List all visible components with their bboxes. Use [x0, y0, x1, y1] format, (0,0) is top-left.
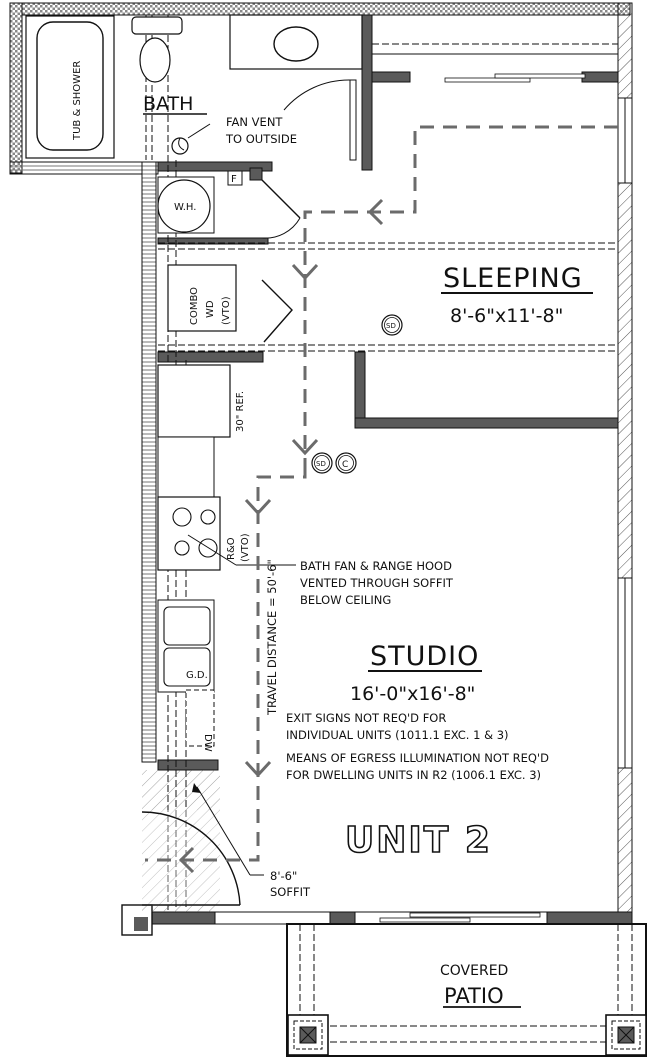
unit-label: UNIT 2 — [345, 820, 492, 861]
sink-basin-icon — [163, 606, 211, 646]
bath-fan-note-3: BELOW CEILING — [300, 593, 391, 607]
soffit-note-1: 8'-6" — [270, 869, 297, 883]
egress-path-segment — [145, 465, 307, 862]
sink-basin-icon — [163, 647, 211, 687]
egress-arrow-icon — [367, 198, 384, 226]
water-heater-label: W.H. — [174, 202, 196, 213]
patio-post-right — [605, 1014, 647, 1056]
egress-illumination-note-1: MEANS OF EGRESS ILLUMINATION NOT REQ'D — [286, 751, 549, 765]
exterior-walls — [9, 2, 633, 936]
patio-label-2: PATIO — [444, 984, 504, 1008]
smoke-detector-studio: SD — [311, 452, 333, 474]
sink-icon — [273, 26, 319, 62]
burner-icon — [200, 509, 216, 525]
wd-label-3: (VTO) — [221, 296, 232, 325]
refrigerator-label: 30" REF. — [235, 391, 246, 432]
burner-icon — [174, 540, 190, 556]
patio-label-1: COVERED — [440, 963, 508, 979]
egress-path: TRAVEL DISTANCE = 50'-6" — [145, 125, 618, 874]
exit-signs-note-2: INDIVIDUAL UNITS (1011.1 EXC. 1 & 3) — [286, 728, 509, 742]
toilet-tank-icon — [131, 16, 183, 35]
smoke-detector-sleeping: SD — [381, 314, 403, 336]
filter-label: F — [231, 174, 237, 185]
toilet-bowl-icon — [139, 37, 171, 83]
range-label-2: (VTO) — [240, 533, 251, 562]
svg-text:SD: SD — [386, 322, 396, 330]
dishwasher-icon — [185, 689, 215, 747]
egress-arrow-icon — [178, 846, 195, 874]
egress-arrow-icon — [244, 498, 272, 516]
soffit-leader — [196, 786, 251, 876]
egress-arrow-icon — [291, 263, 319, 281]
co-detector: C — [335, 452, 357, 474]
wd-label-2: WD — [205, 300, 216, 318]
patio-post-left — [287, 1014, 329, 1056]
fan-vent-note-1: FAN VENT — [226, 115, 283, 129]
studio-title: STUDIO — [370, 641, 479, 672]
sleeping-dimensions: 8'-6"x11'-8" — [450, 305, 563, 327]
interior-walls — [157, 14, 619, 771]
room-labels: SLEEPING 8'-6"x11'-8" STUDIO 16'-0"x16'-… — [286, 263, 593, 862]
bathroom: TUB & SHOWER BATH FAN VENT TO OUTSIDE — [25, 14, 363, 161]
washer-dryer-icon — [167, 264, 237, 332]
svg-text:SD: SD — [316, 460, 326, 468]
svg-text:C: C — [342, 460, 348, 470]
fan-vent-note-2: TO OUTSIDE — [225, 132, 297, 146]
disposal-label: G.D. — [186, 670, 208, 681]
soffit-note-2: SOFFIT — [270, 885, 311, 899]
bath-title: BATH — [143, 93, 193, 115]
burner-icon — [172, 507, 192, 527]
entry: 8'-6" SOFFIT — [141, 770, 311, 912]
egress-path-segment — [303, 125, 618, 465]
tub-icon — [36, 21, 104, 151]
studio-dimensions: 16'-0"x16'-8" — [350, 683, 475, 705]
range-icon — [157, 496, 221, 571]
covered-patio: COVERED PATIO — [286, 923, 647, 1057]
detectors: SD SD C — [311, 314, 403, 474]
mechanical-closet: W.H. F COMBO WD (VTO) — [157, 170, 301, 343]
egress-arrow-icon — [291, 438, 319, 456]
travel-distance-label: TRAVEL DISTANCE = 50'-6" — [265, 559, 279, 716]
egress-illumination-note-2: FOR DWELLING UNITS IN R2 (1006.1 EXC. 3) — [286, 768, 541, 782]
tub-label: TUB & SHOWER — [72, 61, 83, 141]
filter-box — [227, 170, 243, 186]
dishwasher-label: DW — [202, 734, 213, 752]
refrigerator-icon — [157, 364, 231, 438]
exit-signs-note-1: EXIT SIGNS NOT REQ'D FOR — [286, 711, 446, 725]
range-label-1: R&O — [226, 537, 237, 560]
kitchen: 30" REF. R&O (VTO) G.D. DW — [157, 364, 296, 752]
water-heater-icon — [157, 179, 211, 233]
wd-label-1: COMBO — [189, 287, 200, 325]
bath-fan-note-2: VENTED THROUGH SOFFIT — [300, 576, 454, 590]
egress-arrow-icon — [244, 760, 272, 778]
bath-fan-note-1: BATH FAN & RANGE HOOD — [300, 559, 452, 573]
sleeping-title: SLEEPING — [443, 263, 583, 294]
